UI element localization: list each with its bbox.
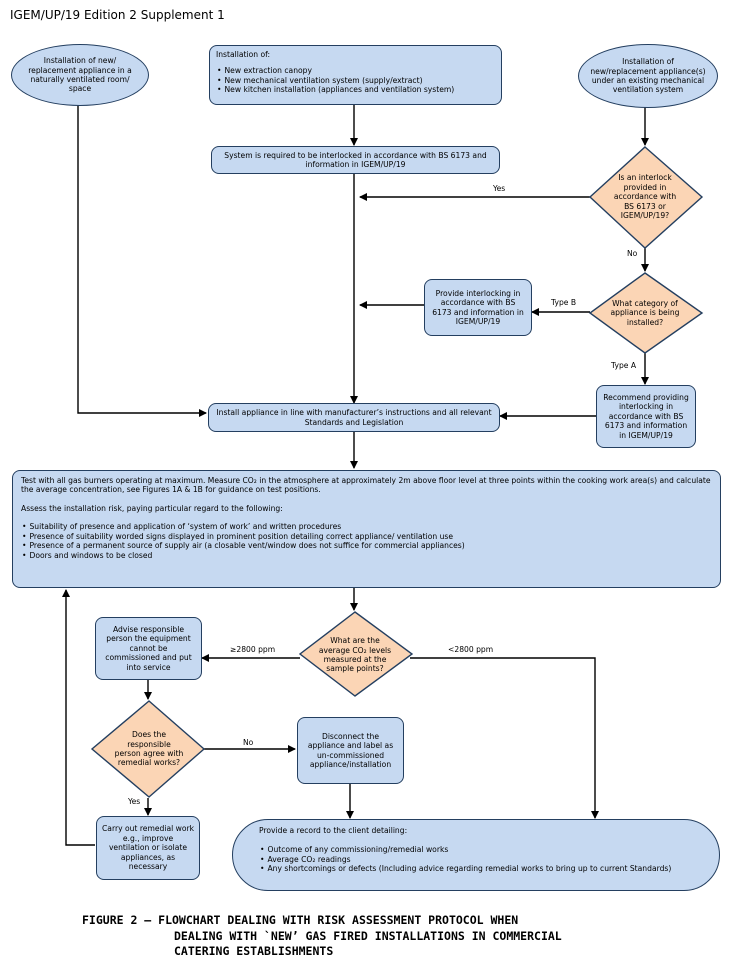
list-item: Suitability of presence and application … — [29, 522, 712, 531]
decision-interlock: Is an interlock provided in accordance w… — [610, 170, 680, 224]
list-item: Presence of suitability worded signs dis… — [29, 532, 712, 541]
recommend-interlock-box: Recommend providing interlocking in acco… — [596, 385, 696, 448]
install-appliance-box: Install appliance in line with manufactu… — [208, 403, 500, 432]
start-mechanical-title: Installation of: — [216, 50, 271, 59]
label-type-b: Type B — [551, 298, 577, 307]
decision-interlock-shape — [588, 146, 704, 249]
advise-responsible-box: Advise responsible person the equipment … — [95, 617, 202, 680]
decision-interlock-text: Is an interlock provided in accordance w… — [613, 173, 677, 221]
disconnect-appliance-box: Disconnect the appliance and label as un… — [297, 717, 404, 784]
decision-agree-text: Does the responsible person agree with r… — [114, 730, 184, 768]
label-no-agree: No — [243, 738, 254, 747]
start-existing-ventilation: Installation of new/replacement applianc… — [578, 44, 718, 108]
label-no-interlock: No — [627, 249, 638, 258]
list-item: Outcome of any commissioning/remedial wo… — [267, 845, 693, 854]
caption-line: CATERING ESTABLISHMENTS — [174, 944, 334, 959]
list-item: Average CO₂ readings — [267, 855, 693, 864]
install-appliance-text: Install appliance in line with manufactu… — [216, 408, 492, 427]
start-existing-text: Installation of new/replacement applianc… — [590, 57, 706, 95]
label-co2-low: <2800 ppm — [448, 645, 494, 654]
interlock-required-box: System is required to be interlocked in … — [211, 146, 500, 174]
provide-interlock-text: Provide interlocking in accordance with … — [432, 288, 524, 326]
list-item: Any shortcomings or defects (Including a… — [267, 864, 693, 873]
list-item: Doors and windows to be closed — [29, 551, 712, 560]
document-header: IGEM/UP/19 Edition 2 Supplement 1 — [10, 8, 225, 22]
remedial-work-box: Carry out remedial work e.g., improve ve… — [96, 816, 200, 880]
provide-interlock-box: Provide interlocking in accordance with … — [424, 279, 532, 336]
disconnect-appliance-text: Disconnect the appliance and label as un… — [307, 731, 394, 769]
edge-remedial-loop — [62, 589, 95, 846]
assess-paragraph: Assess the installation risk, paying par… — [21, 503, 283, 513]
caption-line: DEALING WITH `NEW’ GAS FIRED INSTALLATIO… — [174, 928, 562, 943]
label-yes-agree: Yes — [128, 797, 141, 806]
decision-agree-shape — [90, 700, 206, 798]
label-type-a: Type A — [611, 361, 637, 370]
figure-caption: FIGURE 2 – FLOWCHART DEALING WITH RISK A… — [82, 913, 722, 960]
record-title: Provide a record to the client detailing… — [259, 826, 408, 835]
start-mechanical-installation: Installation of: New extraction canopy N… — [209, 45, 502, 105]
remedial-work-text: Carry out remedial work e.g., improve ve… — [102, 824, 195, 872]
decision-co2-shape — [298, 611, 414, 697]
decision-co2-levels: What are the average CO₂ levels measured… — [318, 628, 392, 682]
start-natural-text: Installation of new/ replacement applian… — [28, 56, 132, 94]
decision-category-shape — [588, 272, 704, 354]
decision-co2-text: What are the average CO₂ levels measured… — [318, 636, 392, 674]
advise-responsible-text: Advise responsible person the equipment … — [105, 624, 192, 672]
test-and-assess-box: Test with all gas burners operating at m… — [12, 470, 721, 588]
list-item: New mechanical ventilation system (suppl… — [224, 76, 495, 85]
label-yes-interlock: Yes — [493, 184, 506, 193]
label-co2-high: ≥2800 ppm — [230, 645, 276, 654]
decision-category-text: What category of appliance is being inst… — [610, 298, 680, 327]
decision-category: What category of appliance is being inst… — [605, 295, 685, 331]
list-item: New kitchen installation (appliances and… — [224, 85, 495, 94]
start-natural-ventilation: Installation of new/ replacement applian… — [11, 44, 149, 106]
caption-line: FIGURE 2 – FLOWCHART DEALING WITH RISK A… — [82, 913, 519, 927]
decision-agree-remedial: Does the responsible person agree with r… — [114, 722, 184, 776]
list-item: New extraction canopy — [224, 66, 495, 75]
edge-natural-to-install — [77, 96, 207, 417]
list-item: Presence of a permanent source of supply… — [29, 541, 712, 550]
interlock-required-text: System is required to be interlocked in … — [224, 150, 487, 169]
test-paragraph: Test with all gas burners operating at m… — [21, 476, 711, 495]
record-to-client-box: Provide a record to the client detailing… — [232, 819, 720, 891]
edge-co2-low — [410, 657, 599, 819]
recommend-interlock-text: Recommend providing interlocking in acco… — [603, 392, 689, 440]
